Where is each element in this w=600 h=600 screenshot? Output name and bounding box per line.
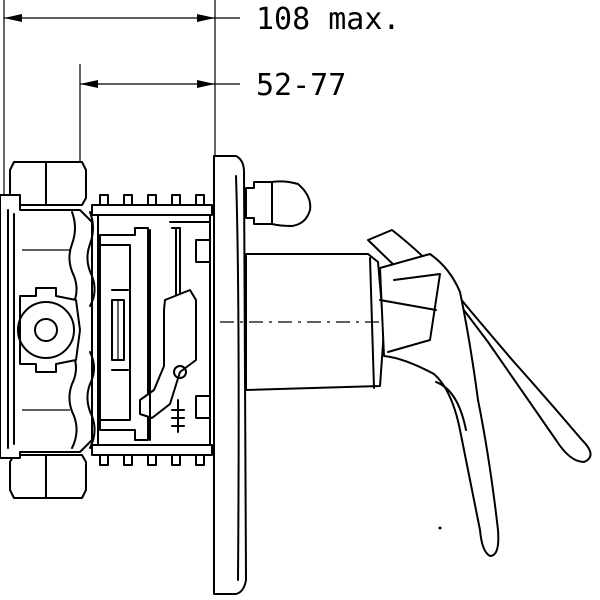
mixer-lever-handle (220, 229, 592, 557)
arrowhead-icon (80, 80, 98, 88)
arrowhead-icon (197, 80, 215, 88)
dimension-overall-depth: 108 max. (3, 0, 401, 200)
arrowhead-icon (4, 14, 22, 22)
diverter-knob (245, 180, 312, 227)
dimension-adjust-range: 52-77 (79, 64, 346, 165)
cover-plate (213, 155, 247, 595)
cartridge-sleeve (91, 194, 213, 466)
adjust-range-label: 52-77 (256, 68, 346, 103)
arrowhead-icon (197, 14, 215, 22)
overall-depth-label: 108 max. (256, 2, 401, 37)
valve-body (0, 161, 96, 499)
